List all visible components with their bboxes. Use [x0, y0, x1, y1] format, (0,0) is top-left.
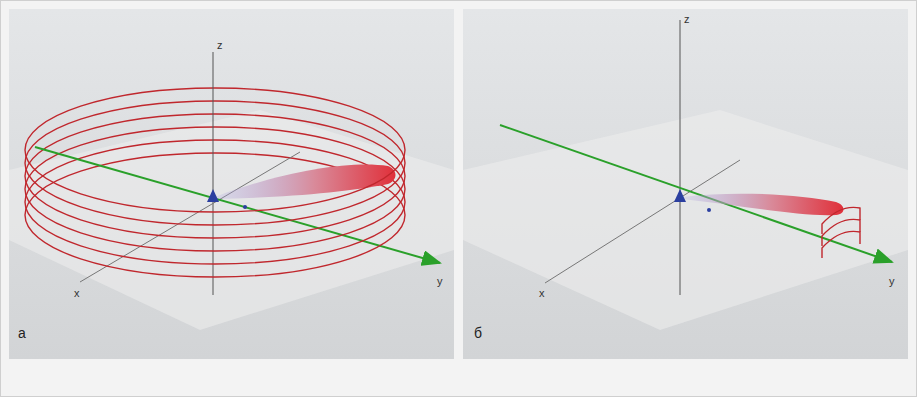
y-axis: [500, 125, 892, 262]
x-axis: [545, 160, 740, 283]
coil-rings: [25, 88, 405, 215]
coil-ring: [25, 153, 405, 215]
axis-label: z: [684, 14, 690, 25]
axis-label: y: [889, 276, 895, 287]
source-cone: [207, 189, 219, 202]
axis-label: x: [539, 288, 545, 299]
panel-letter: б: [474, 326, 482, 340]
coil-ring: [25, 202, 405, 264]
coil-rings: [25, 150, 405, 277]
coil-ring: [25, 215, 405, 277]
coil-ring: [25, 176, 405, 238]
radiation-lobe: [682, 194, 844, 216]
z-axis: [680, 20, 681, 295]
axis-label: z: [217, 40, 223, 51]
radiation-lobe: [215, 164, 396, 199]
axis-label: x: [74, 288, 80, 299]
coil-ring: [25, 189, 405, 251]
coil-ring: [25, 163, 405, 225]
panel-letter: а: [18, 326, 26, 340]
coil-ring: [25, 150, 405, 212]
ground-plane: [463, 110, 908, 330]
source-cone: [674, 189, 686, 202]
coil-segment: [822, 207, 860, 258]
coil-ring: [822, 231, 860, 258]
z-axis: [213, 52, 214, 295]
panel-b: [463, 9, 908, 359]
ground-plane: [9, 110, 454, 330]
panel-a: [9, 9, 454, 359]
axis-label: y: [437, 276, 443, 287]
